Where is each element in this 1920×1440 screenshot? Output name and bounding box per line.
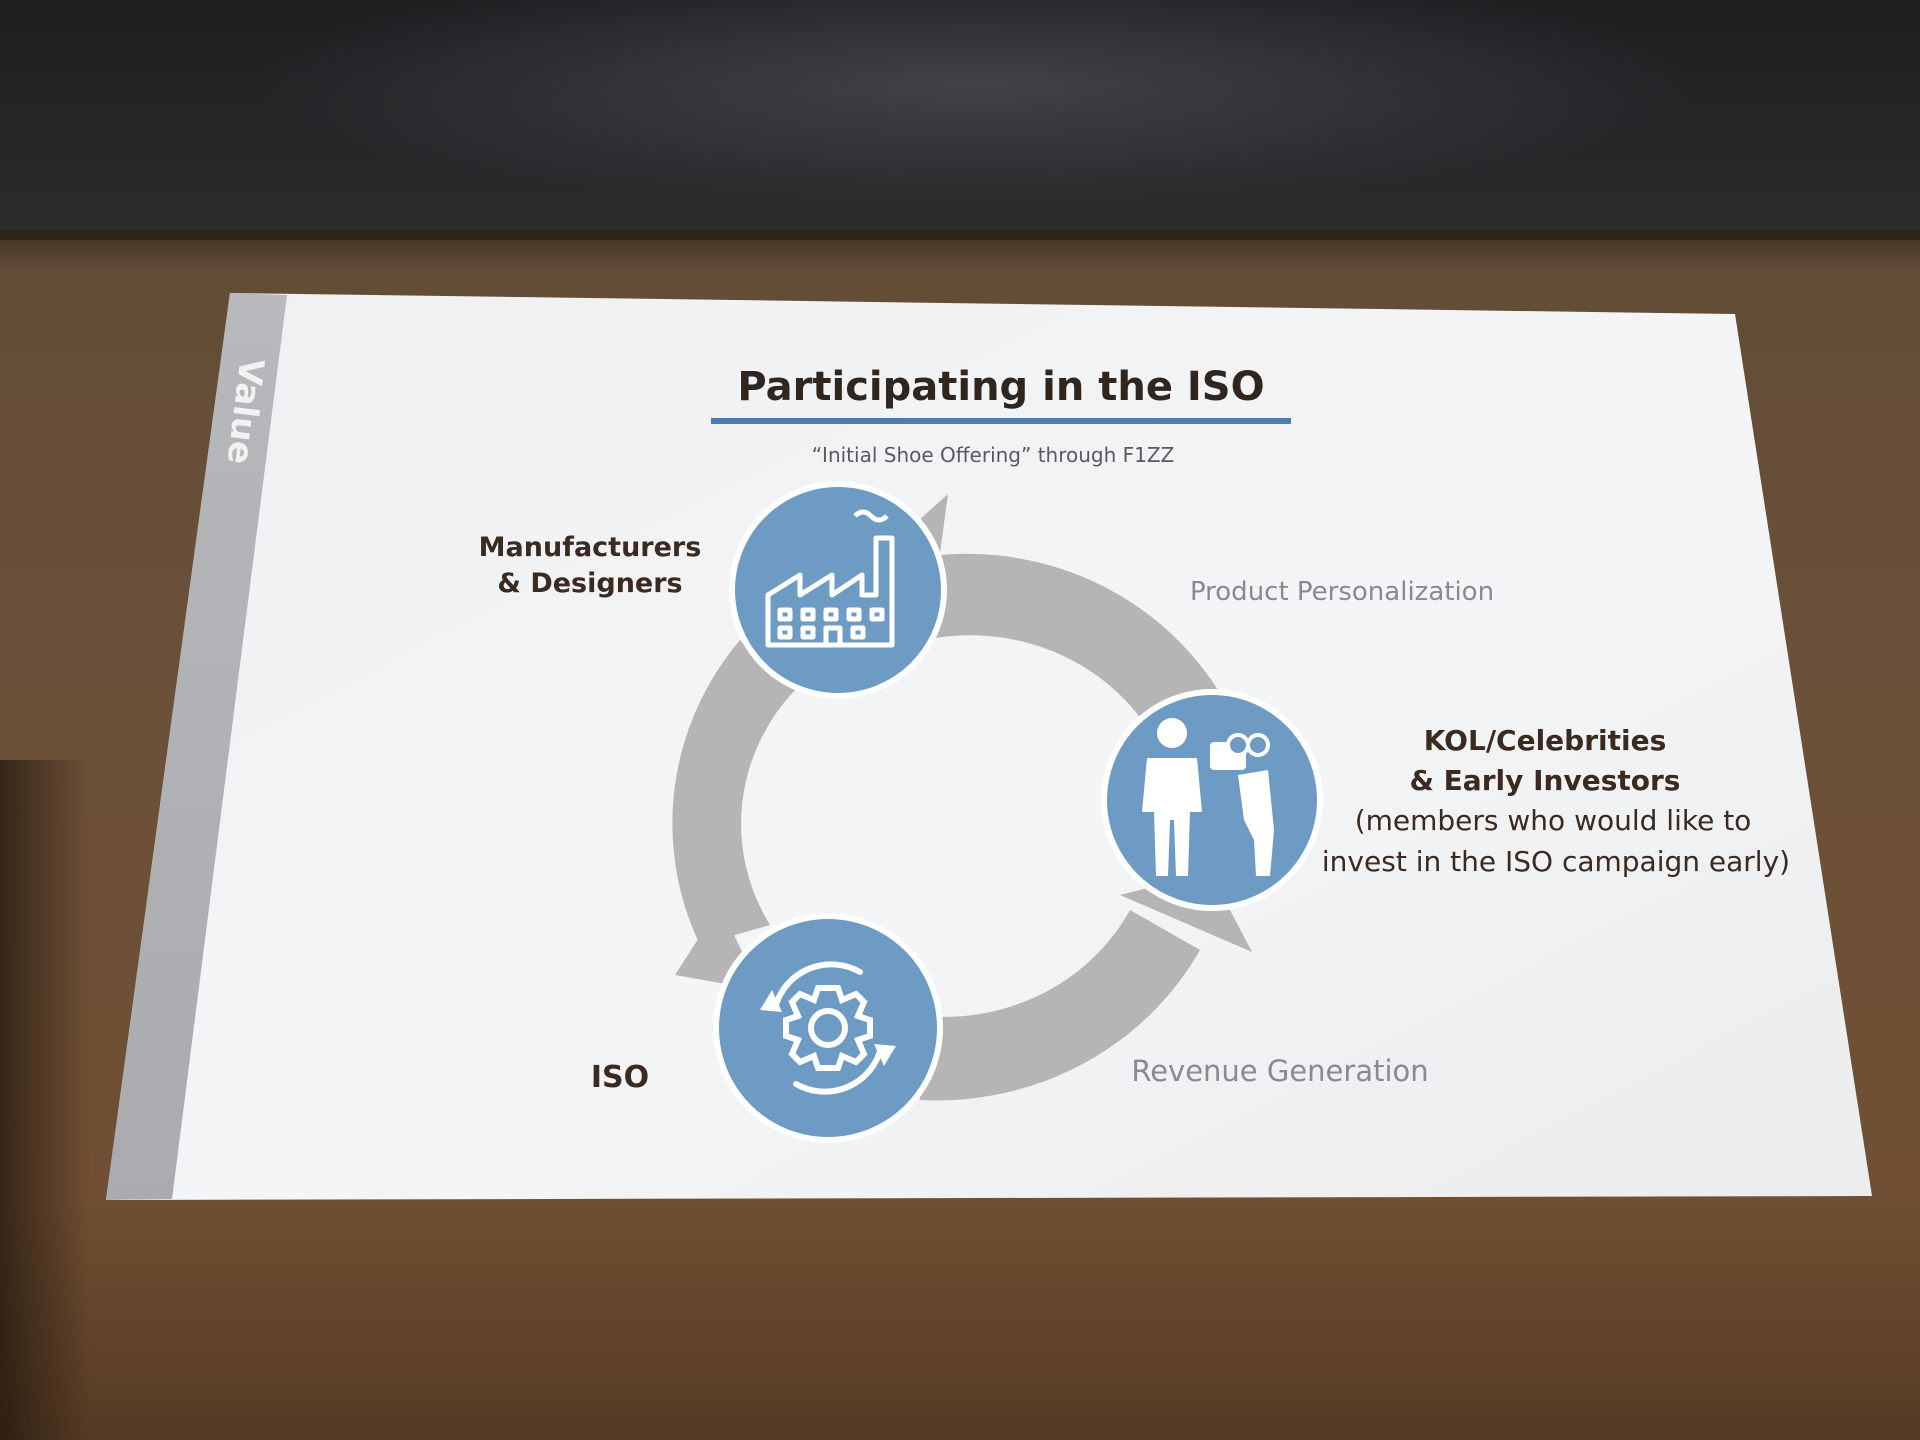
manufacturers-label-line1: Manufacturers	[479, 532, 702, 563]
kol-circle	[1101, 689, 1323, 911]
arrow-segment-top	[905, 553, 1218, 720]
wall-shadow	[0, 230, 1920, 270]
kol-label-line3: (members who would like to	[1355, 804, 1752, 837]
celebrity-camera-icon	[1142, 718, 1274, 876]
gear-cycle-arrowhead-1	[760, 990, 782, 1012]
iso-label: ISO	[591, 1060, 649, 1095]
manufacturers-label-line2: & Designers	[497, 568, 682, 599]
slide-title: Participating in the ISO	[737, 364, 1264, 410]
flow-label-product-personalization: Product Personalization	[1190, 577, 1494, 607]
arrow-segment-bottom	[915, 910, 1200, 1101]
kol-label-line2: & Early Investors	[1410, 764, 1681, 797]
kol-label-line4: invest in the ISO campaign early)	[1322, 845, 1790, 878]
gear-cycle-icon	[772, 961, 884, 1095]
title-underline	[711, 418, 1291, 424]
kol-label-line1: KOL/Celebrities	[1424, 724, 1667, 757]
iso-circle	[713, 913, 943, 1143]
slide-sidebar-bar	[106, 293, 287, 1200]
factory-icon	[765, 509, 895, 648]
audience-shadow	[0, 760, 90, 1440]
gear-cycle-arrowhead-2	[874, 1044, 896, 1066]
iso-node	[713, 913, 943, 1143]
kol-node	[1101, 689, 1323, 911]
manufacturers-node	[729, 481, 947, 699]
slide-subtitle: “Initial Shoe Offering” through F1ZZ	[812, 443, 1175, 467]
arrow-segment-left	[672, 640, 795, 945]
flow-label-revenue-generation: Revenue Generation	[1131, 1054, 1428, 1088]
wall-lower	[0, 1200, 1920, 1440]
ceiling-dark-area	[0, 0, 1920, 240]
slide-surface	[106, 293, 1872, 1200]
